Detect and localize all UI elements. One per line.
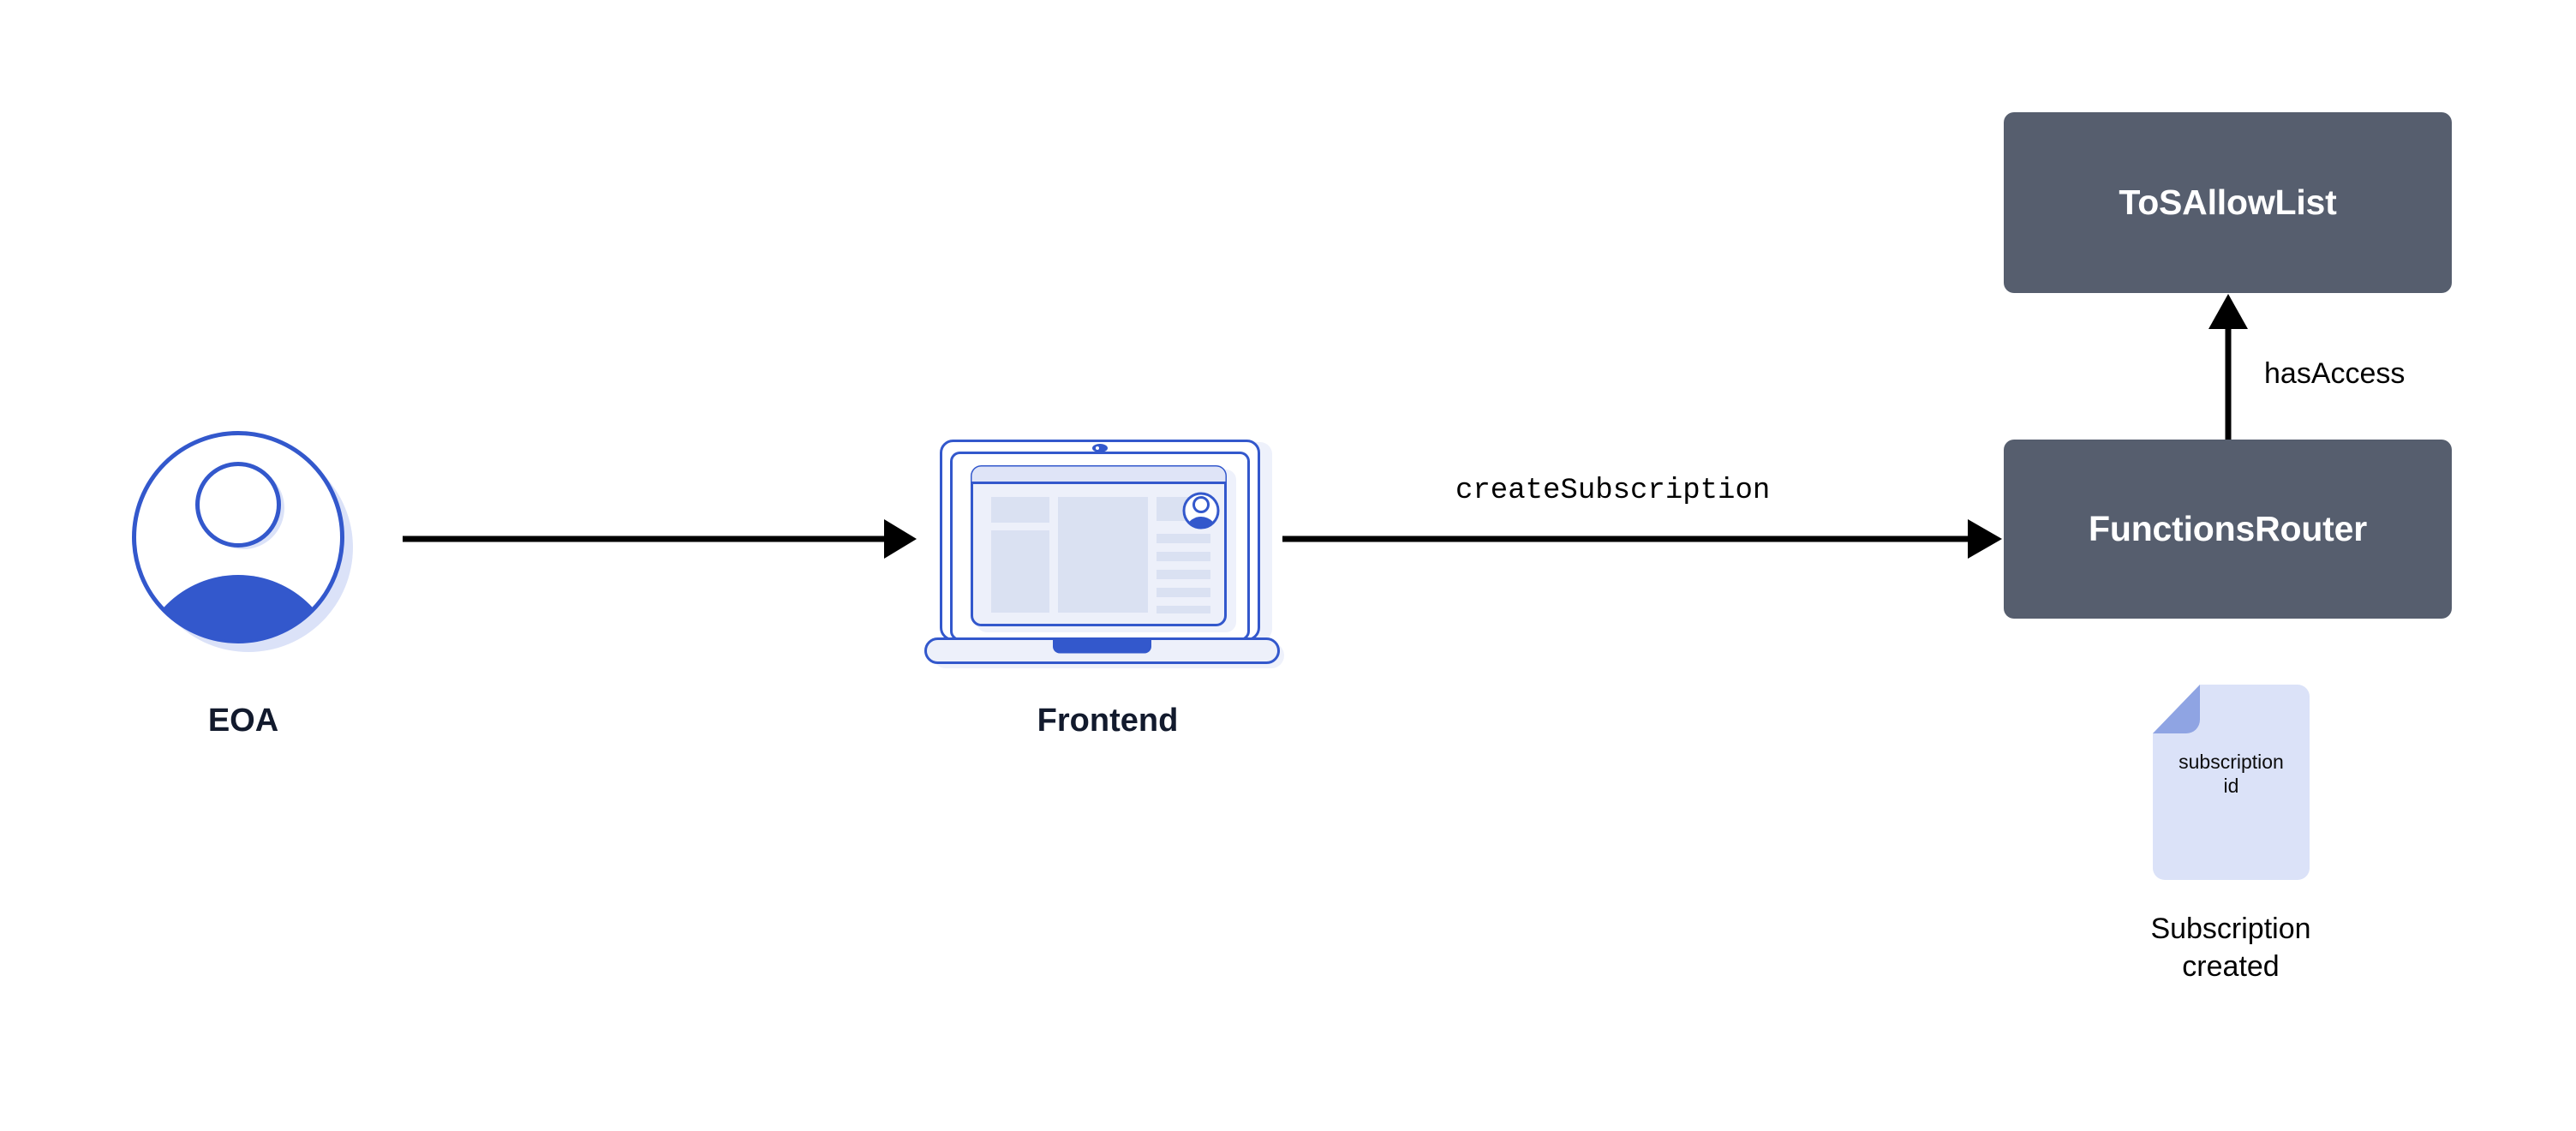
laptop-icon xyxy=(924,440,1284,668)
subscription-file-node[interactable]: subscription id xyxy=(2151,683,2311,882)
subscription-file-caption-line2: created xyxy=(2182,949,2280,983)
edge-label-has-access: hasAccess xyxy=(2264,357,2406,390)
arrow-router-to-tos xyxy=(2208,294,2248,442)
subscription-file-caption: Subscription created xyxy=(2059,911,2402,985)
frontend-node[interactable] xyxy=(919,428,1296,668)
document-icon xyxy=(2153,685,2310,880)
subscription-file-caption-line1: Subscription xyxy=(2150,913,2311,945)
arrow-eoa-to-frontend xyxy=(403,519,917,559)
functions-router-label: FunctionsRouter xyxy=(2089,509,2367,548)
user-avatar-icon xyxy=(132,431,353,652)
arrow-frontend-to-router xyxy=(1282,519,2002,559)
functions-router-node[interactable]: FunctionsRouter xyxy=(2004,440,2452,619)
tos-allow-list-node[interactable]: ToSAllowList xyxy=(2004,112,2452,293)
eoa-node[interactable] xyxy=(127,426,360,659)
frontend-label: Frontend xyxy=(1037,703,1179,739)
edge-label-create-subscription: createSubscription xyxy=(1455,475,1771,507)
tos-allow-list-label: ToSAllowList xyxy=(2119,183,2337,222)
eoa-label: EOA xyxy=(207,703,279,739)
